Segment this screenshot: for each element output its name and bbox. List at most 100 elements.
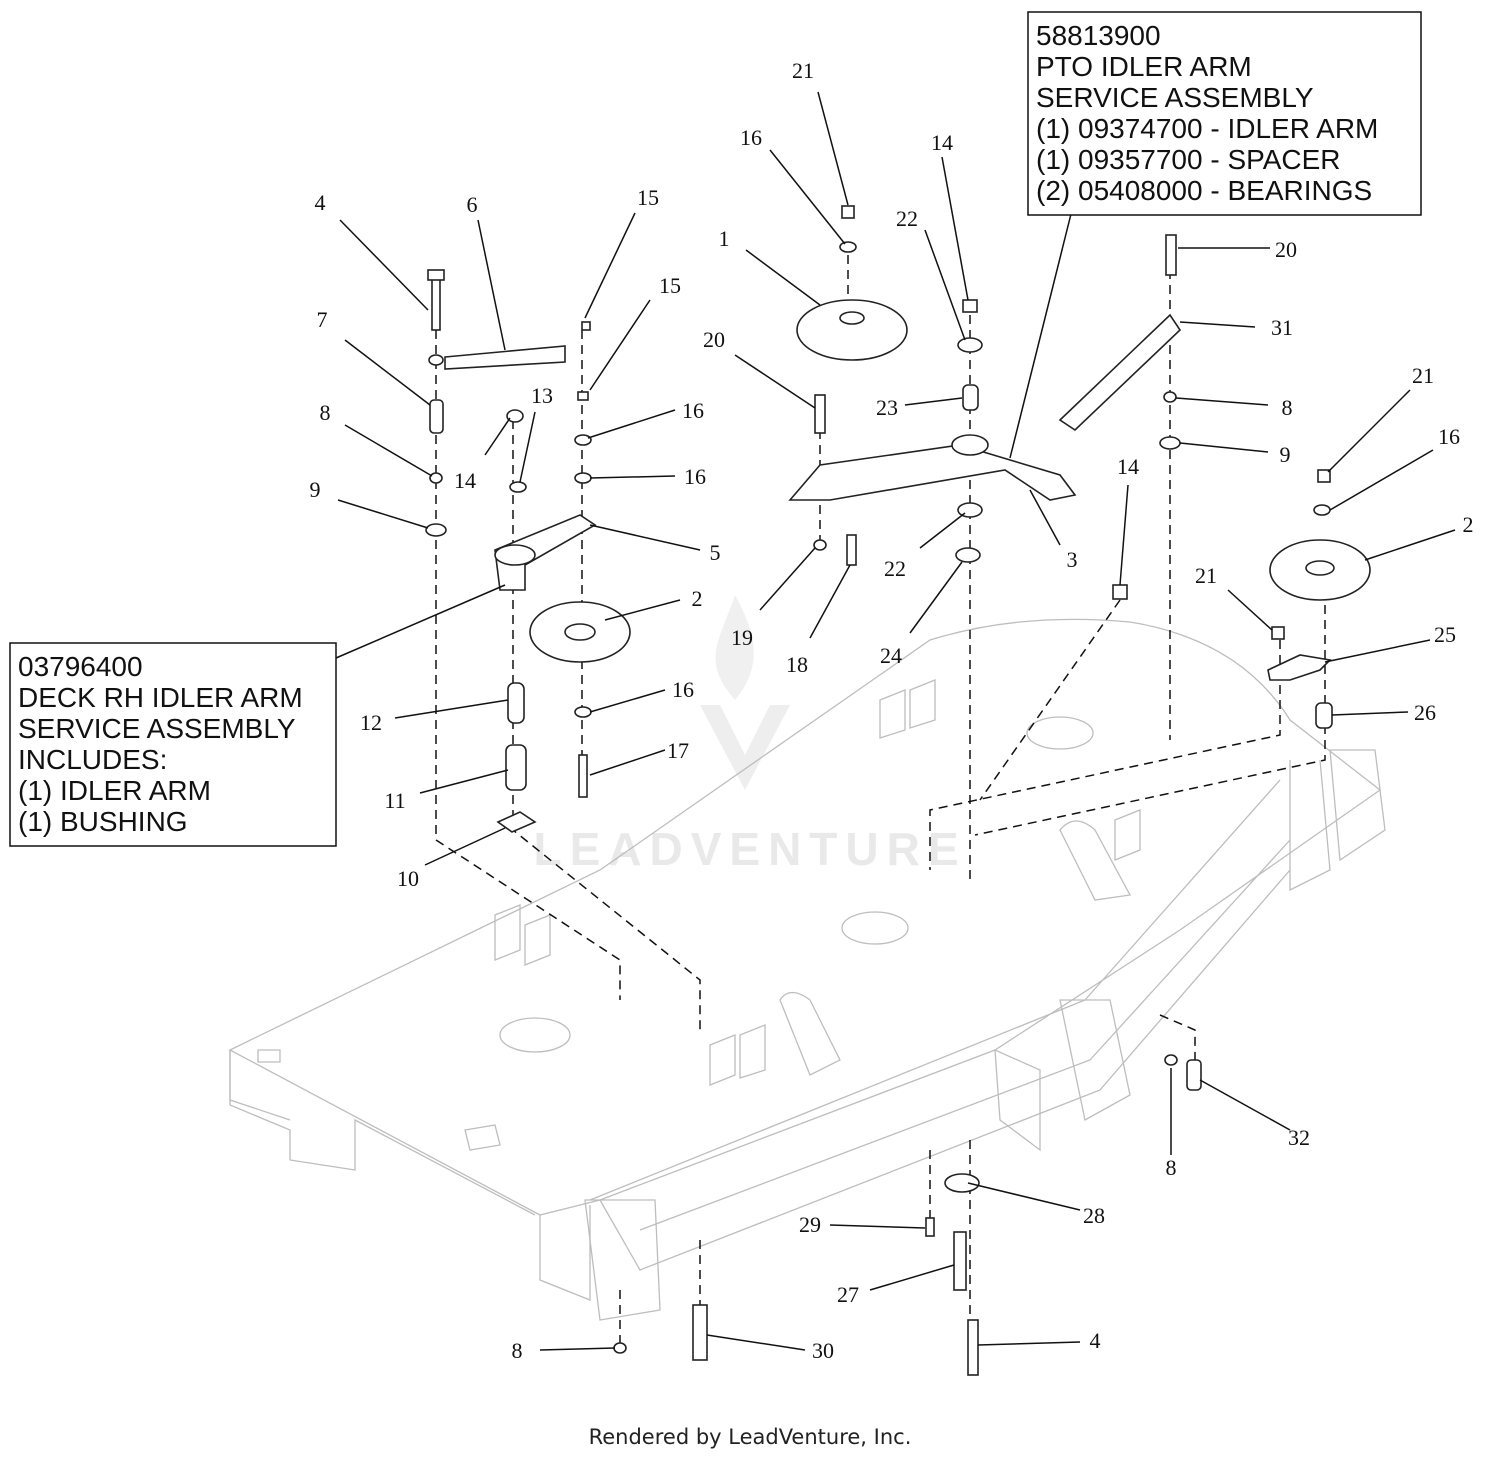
footer-credit: Rendered by LeadVenture, Inc. (588, 1425, 912, 1449)
leader-lines (335, 91, 1456, 1351)
callout-19: 19 (731, 625, 753, 650)
washer-24 (955, 547, 981, 563)
callout-6: 6 (467, 192, 478, 217)
callout-2-right: 2 (1463, 512, 1474, 537)
callout-23: 23 (876, 395, 898, 420)
pto-box-line-6: (2) 05408000 - BEARINGS (1036, 175, 1372, 206)
callout-21-right-mid: 21 (1195, 563, 1217, 588)
watermark-text: LEADVENTURE (533, 823, 966, 875)
callout-12: 12 (360, 710, 382, 735)
bolt-18 (846, 534, 857, 566)
washer-9b (1159, 436, 1181, 450)
nut-14b (962, 299, 978, 313)
callout-11: 11 (384, 788, 405, 813)
mower-deck (228, 618, 1386, 1321)
callout-2-left: 2 (692, 586, 703, 611)
nut-8a (429, 472, 443, 484)
callout-14-left: 14 (454, 468, 476, 493)
pto-box-line-2: PTO IDLER ARM (1036, 51, 1252, 82)
callout-16-d: 16 (740, 125, 762, 150)
washer-9a (425, 523, 447, 537)
washer-13 (509, 481, 527, 493)
callout-16-b: 16 (684, 464, 706, 489)
callout-18: 18 (786, 652, 808, 677)
callout-15-lower: 15 (659, 273, 681, 298)
deck-box-line-2: DECK RH IDLER ARM (18, 682, 303, 713)
callout-30: 30 (812, 1338, 834, 1363)
bushing-11 (505, 744, 527, 791)
spring-31 (1058, 313, 1182, 432)
bolt-30 (692, 1304, 708, 1361)
washer-16a (574, 434, 592, 446)
callout-8-bottom-left: 8 (512, 1338, 523, 1363)
callout-16-a: 16 (682, 398, 704, 423)
callout-16-e: 16 (1438, 424, 1460, 449)
spring-6 (444, 345, 566, 370)
spacer-23 (962, 384, 979, 411)
callout-8-right: 8 (1282, 395, 1293, 420)
washer-28 (944, 1173, 980, 1193)
bolt-4b (967, 1319, 979, 1376)
callout-16-c: 16 (672, 677, 694, 702)
nut-8c (1164, 1054, 1178, 1066)
pto-box-line-5: (1) 09357700 - SPACER (1036, 144, 1341, 175)
pto-box-line-3: SERVICE ASSEMBLY (1036, 82, 1314, 113)
callout-25: 25 (1434, 622, 1456, 647)
callout-27: 27 (837, 1282, 859, 1307)
callout-20-left: 20 (703, 327, 725, 352)
callout-13: 13 (531, 383, 553, 408)
callout-14-right: 14 (1117, 454, 1139, 479)
bushing-12 (507, 682, 525, 724)
bolt-20b (1165, 234, 1177, 276)
nut-8b (1163, 391, 1177, 403)
pto-idler-arm-box: 58813900 PTO IDLER ARM SERVICE ASSEMBLY … (1027, 11, 1422, 216)
plate-10 (496, 811, 537, 833)
callout-20-right: 20 (1275, 237, 1297, 262)
watermark: LEADVENTURE (533, 595, 966, 875)
spacer-26 (1315, 702, 1333, 729)
callout-29: 29 (799, 1212, 821, 1237)
callout-8-left: 8 (320, 400, 331, 425)
callout-4-top: 4 (315, 190, 326, 215)
callout-32: 32 (1288, 1125, 1310, 1150)
nut-21b (1317, 469, 1331, 483)
pto-box-line-1: 58813900 (1036, 20, 1161, 51)
parts (425, 205, 1371, 1376)
callout-9-left: 9 (310, 477, 321, 502)
callout-21-top: 21 (792, 58, 814, 83)
callout-8-bottom-right: 8 (1166, 1155, 1177, 1180)
nut-21c (1271, 626, 1285, 640)
callout-15-upper: 15 (637, 185, 659, 210)
idler-arm-5 (494, 514, 597, 591)
pto-box-line-4: (1) 09374700 - IDLER ARM (1036, 113, 1378, 144)
washer-16e (1313, 504, 1331, 516)
idler-arm-3 (788, 444, 1077, 501)
deck-box-line-1: 03796400 (18, 651, 143, 682)
bolt-4-top (431, 277, 441, 331)
callout-10: 10 (397, 866, 419, 891)
callout-4-bottom: 4 (1090, 1328, 1101, 1353)
callout-17: 17 (667, 738, 689, 763)
deck-box-line-3: SERVICE ASSEMBLY (18, 713, 296, 744)
bracket-25 (1267, 654, 1332, 681)
callout-7: 7 (317, 307, 328, 332)
callout-9-right: 9 (1280, 442, 1291, 467)
callout-3: 3 (1067, 547, 1078, 572)
nut-19 (813, 539, 827, 551)
callout-1: 1 (719, 226, 730, 251)
deck-box-line-6: (1) BUSHING (18, 806, 188, 837)
callout-31: 31 (1271, 315, 1293, 340)
callout-5: 5 (710, 540, 721, 565)
washer-16b (574, 472, 592, 484)
bearing-22a (957, 337, 983, 353)
callout-26: 26 (1414, 700, 1436, 725)
nut-14c (1112, 584, 1128, 600)
nut-8d (613, 1342, 627, 1354)
bolt-29 (925, 1217, 935, 1237)
nut-14a (506, 409, 524, 423)
bolt-32 (1186, 1059, 1202, 1091)
callout-22-lower: 22 (884, 556, 906, 581)
deck-box-line-4: INCLUDES: (18, 744, 167, 775)
spacer-7 (429, 399, 444, 434)
